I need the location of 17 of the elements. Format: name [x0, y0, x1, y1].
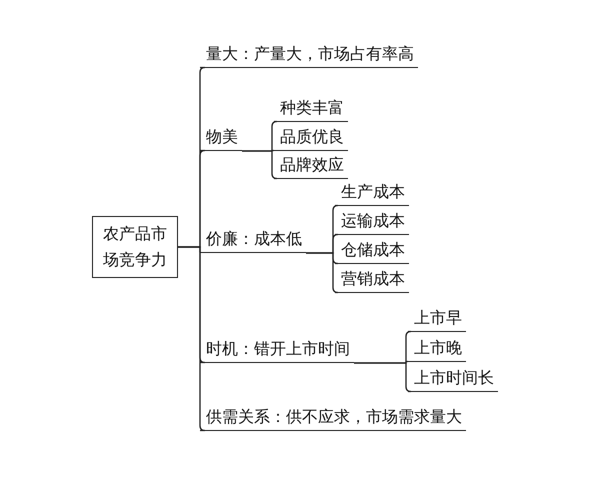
root-box: 农产品市场竞争力 [92, 216, 178, 278]
branch-label: 价廉：成本低 [200, 228, 306, 253]
branch-label: 生产成本 [335, 181, 409, 206]
branch-label: 上市时间长 [408, 367, 498, 392]
branch-label: 量大：产量大，市场占有率高 [200, 43, 418, 68]
branch-label: 品牌效应 [274, 154, 348, 179]
branch-label: 仓储成本 [335, 239, 409, 264]
branch-label: 品质优良 [274, 126, 348, 151]
branch-label: 物美 [200, 126, 242, 151]
branch-label: 种类丰富 [274, 97, 348, 122]
branch-label: 上市晚 [408, 337, 466, 362]
branch-label: 运输成本 [335, 210, 409, 235]
branch-label: 时机：错开上市时间 [200, 338, 354, 363]
branch-label: 供需关系：供不应求，市场需求量大 [200, 406, 466, 431]
connector-line [178, 246, 206, 432]
branch-label: 上市早 [408, 307, 466, 332]
branch-label: 营销成本 [335, 268, 409, 293]
